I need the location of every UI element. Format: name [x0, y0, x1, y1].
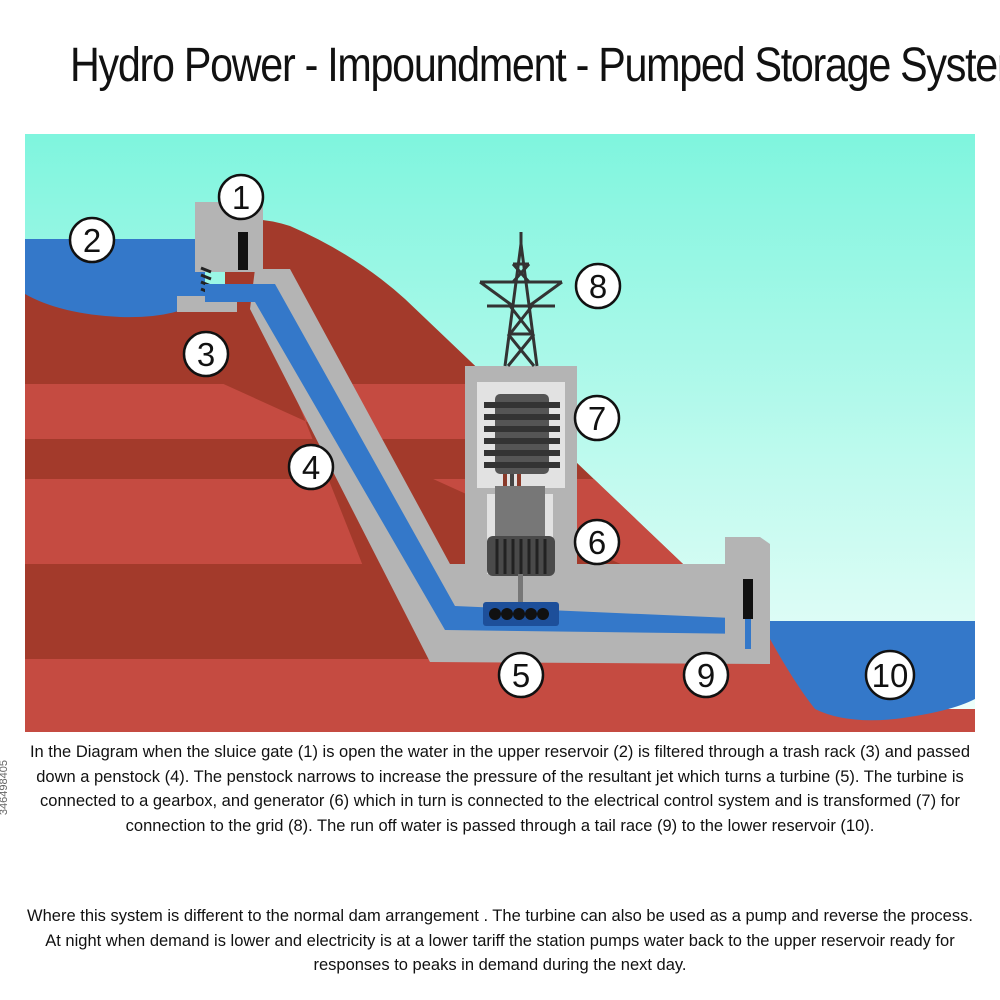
upper-reservoir	[25, 239, 205, 318]
label-marker-9: 9	[682, 651, 730, 699]
label-marker-1: 1	[217, 173, 265, 221]
label-marker-10: 10	[864, 649, 916, 701]
power-house	[465, 366, 577, 626]
pumped-storage-diagram: 1 2 3 4 5 6 7 8 9 10	[25, 134, 975, 732]
svg-text:8: 8	[589, 268, 607, 305]
stock-watermark-id: 346498405	[0, 760, 10, 816]
svg-text:3: 3	[197, 336, 215, 373]
svg-text:4: 4	[302, 449, 320, 486]
transformer	[484, 394, 560, 486]
turbine	[483, 602, 559, 626]
svg-text:5: 5	[512, 657, 530, 694]
label-marker-4: 4	[287, 443, 335, 491]
svg-text:10: 10	[872, 657, 909, 694]
label-marker-6: 6	[573, 518, 621, 566]
label-marker-8: 8	[574, 262, 622, 310]
label-marker-3: 3	[182, 330, 230, 378]
penstock-casing	[250, 269, 770, 664]
label-marker-2: 2	[68, 216, 116, 264]
svg-text:6: 6	[588, 524, 606, 561]
description-paragraph-2: Where this system is different to the no…	[27, 907, 973, 975]
tail-race-structure	[725, 537, 770, 649]
svg-text:9: 9	[697, 657, 715, 694]
label-marker-7: 7	[573, 394, 621, 442]
generator	[487, 486, 555, 604]
page-title: Hydro Power - Impoundment - Pumped Stora…	[70, 39, 1000, 92]
svg-text:7: 7	[588, 400, 606, 437]
svg-text:1: 1	[232, 179, 250, 216]
svg-text:2: 2	[83, 222, 101, 259]
label-marker-5: 5	[497, 651, 545, 699]
pylon-icon	[479, 232, 563, 367]
description-paragraph-1: In the Diagram when the sluice gate (1) …	[29, 743, 971, 835]
